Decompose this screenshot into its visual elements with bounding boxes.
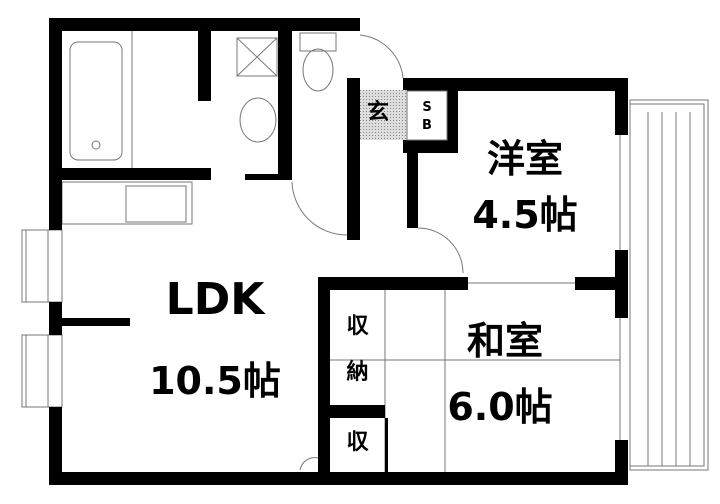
western-room-size: 4.5帖 [472, 193, 578, 237]
shoe-box-label-b: B [422, 118, 432, 133]
toilet [299, 32, 337, 92]
western-room-name: 洋室 [486, 137, 563, 181]
balcony [629, 99, 709, 471]
shoe-box [406, 90, 448, 141]
japanese-room-size: 6.0帖 [447, 385, 553, 429]
kitchen-counter [61, 181, 193, 225]
entrance-label: 玄 [366, 100, 389, 125]
closet-label-1: 収 [346, 314, 369, 339]
toilet-door [291, 181, 348, 236]
bathtub [69, 31, 133, 168]
shoe-box-label-s: S [422, 100, 432, 115]
entrance-door [359, 34, 404, 79]
ldk-size: 10.5帖 [149, 359, 281, 403]
entrance-floor [360, 90, 407, 140]
japanese-room-name: 和室 [466, 319, 543, 363]
walls [49, 18, 628, 485]
western-door [417, 227, 464, 274]
ldk-name: LDK [165, 274, 265, 325]
washing-machine [236, 37, 278, 143]
closet-label-2: 納 [346, 360, 369, 385]
storage-label: 収 [346, 430, 369, 455]
